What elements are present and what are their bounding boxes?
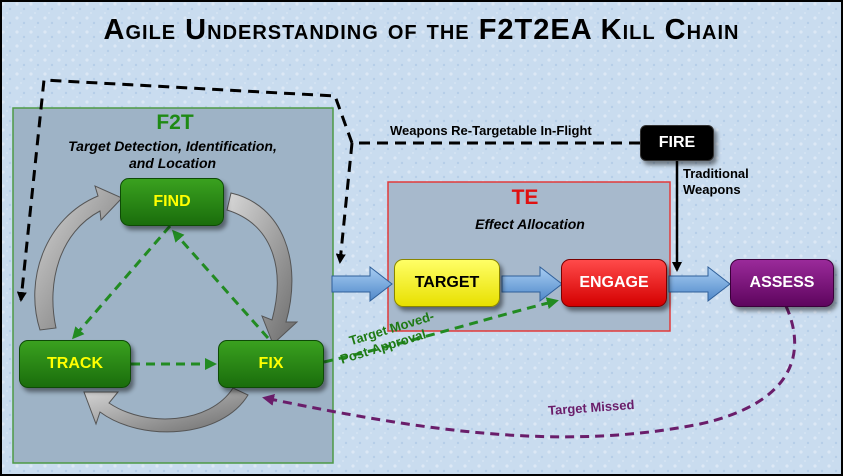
target-box[interactable]: TARGET: [394, 259, 500, 307]
te-heading: TE: [511, 186, 539, 209]
retarget-label: Weapons Re-Targetable In-Flight: [390, 123, 592, 138]
engage-box[interactable]: ENGAGE: [561, 259, 667, 307]
green-dashed-links: [72, 225, 559, 370]
retarget-branch-arrow: [335, 142, 354, 264]
page-title: Agile Understanding of the F2T2EA Kill C…: [103, 14, 740, 46]
f2t-subtitle-line1: Target Detection, Identification,: [68, 138, 277, 154]
assess-box[interactable]: ASSESS: [730, 259, 834, 307]
find-box[interactable]: FIND: [120, 178, 224, 226]
f2t-subtitle-line2: and Location: [128, 155, 217, 171]
traditional-label-line1: Traditional: [683, 166, 749, 181]
fix-box[interactable]: FIX: [218, 340, 324, 388]
fire-box[interactable]: FIRE: [640, 125, 714, 161]
flow-arrows: [331, 265, 731, 303]
track-box[interactable]: TRACK: [19, 340, 131, 388]
te-subtitle: Effect Allocation: [475, 216, 585, 232]
traditional-label-line2: Weapons: [683, 182, 741, 197]
f2t-heading: F2T: [156, 111, 194, 134]
retarget-loop-arrow: [16, 78, 640, 302]
cycle-arrows: [34, 185, 299, 433]
